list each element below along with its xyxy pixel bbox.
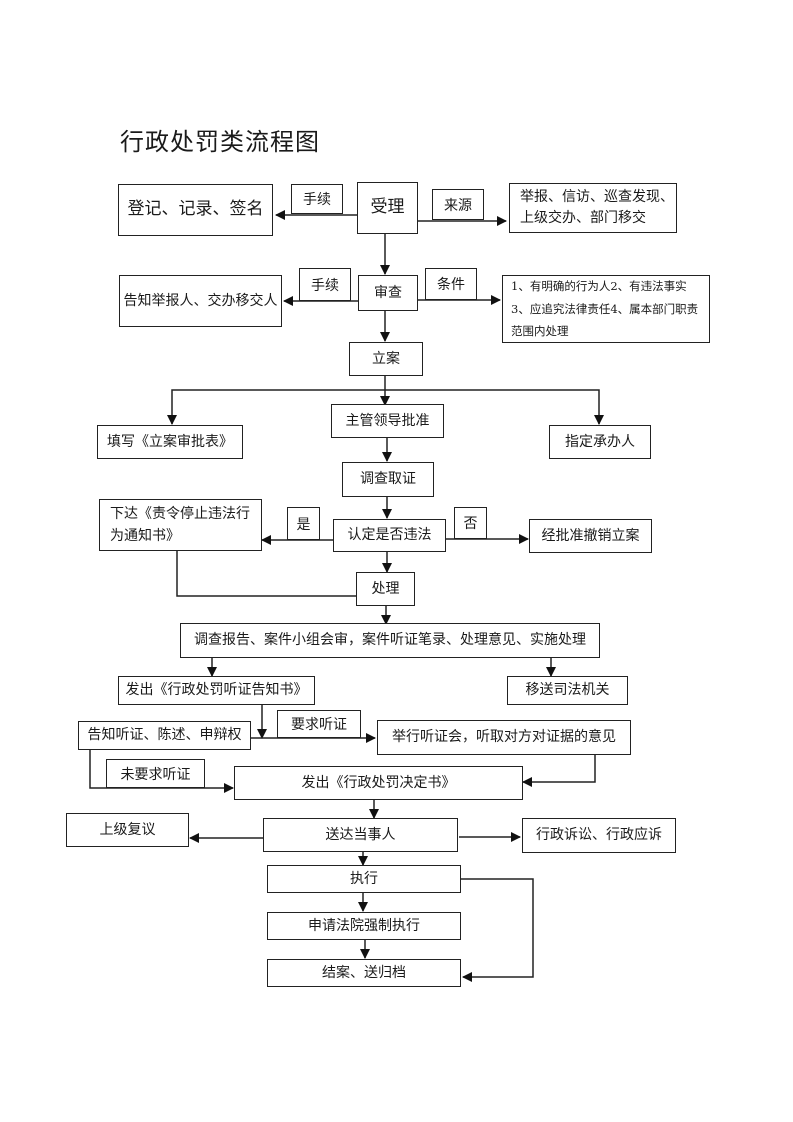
page-title: 行政处罚类流程图 xyxy=(120,128,320,156)
edge-file-fillform xyxy=(167,389,385,425)
edge-stopnotice-handle xyxy=(176,551,356,597)
edge-file-assign xyxy=(385,389,604,425)
edge-label-no: 否 xyxy=(454,507,487,539)
edge-execute-close xyxy=(461,878,534,982)
node-deliver: 送达当事人 xyxy=(263,818,458,852)
node-file-case: 立案 xyxy=(349,342,423,376)
node-execute: 执行 xyxy=(267,865,461,893)
edge-hearing-decision xyxy=(522,754,596,787)
node-report-review: 调查报告、案件小组会审，案件听证笔录、处理意见、实施处理 xyxy=(180,623,600,658)
node-handle: 处理 xyxy=(356,572,415,606)
edge-label-no-request-hearing: 未要求听证 xyxy=(106,759,205,788)
node-court-enforce: 申请法院强制执行 xyxy=(267,912,461,940)
edge-label-procedure-2: 手续 xyxy=(299,268,351,301)
node-decision: 发出《行政处罚决定书》 xyxy=(234,766,523,800)
edge-label-request-hearing: 要求听证 xyxy=(277,710,361,738)
edge-inform-decision xyxy=(89,749,234,793)
node-source-detail: 举报、信访、巡查发现、上级交办、部门移交 xyxy=(509,183,677,233)
edge-label-condition: 条件 xyxy=(425,268,477,300)
node-accept: 受理 xyxy=(357,182,418,234)
node-notify-reporter: 告知举报人、交办移交人 xyxy=(119,275,282,327)
node-conditions-detail: 1、有明确的行为人2、有违法事实3、应追究法律责任4、属本部门职责范围内处理 xyxy=(502,275,710,343)
node-leader-approval: 主管领导批准 xyxy=(331,404,444,438)
node-close-case: 结案、送归档 xyxy=(267,959,461,987)
node-stop-notice: 下达《责令停止违法行为通知书》 xyxy=(99,499,262,551)
node-register: 登记、记录、签名 xyxy=(118,184,273,236)
node-fill-form: 填写《立案审批表》 xyxy=(97,425,243,459)
node-litigation: 行政诉讼、行政应诉 xyxy=(522,818,676,853)
node-review: 审查 xyxy=(358,275,418,311)
edge-label-source: 来源 xyxy=(432,189,484,220)
node-determine-violation: 认定是否违法 xyxy=(333,519,446,552)
node-transfer-judicial: 移送司法机关 xyxy=(507,676,628,705)
node-hearing-notice: 发出《行政处罚听证告知书》 xyxy=(118,676,315,705)
node-investigate: 调查取证 xyxy=(342,462,434,497)
edge-label-procedure-1: 手续 xyxy=(291,184,343,214)
edge-label-yes: 是 xyxy=(287,507,320,540)
node-reconsideration: 上级复议 xyxy=(66,813,189,847)
node-inform-rights: 告知听证、陈述、申辩权 xyxy=(78,721,251,750)
node-assign-handler: 指定承办人 xyxy=(549,425,651,459)
node-hold-hearing: 举行听证会，听取对方对证据的意见 xyxy=(377,720,631,755)
node-revoke-case: 经批准撤销立案 xyxy=(529,519,652,553)
